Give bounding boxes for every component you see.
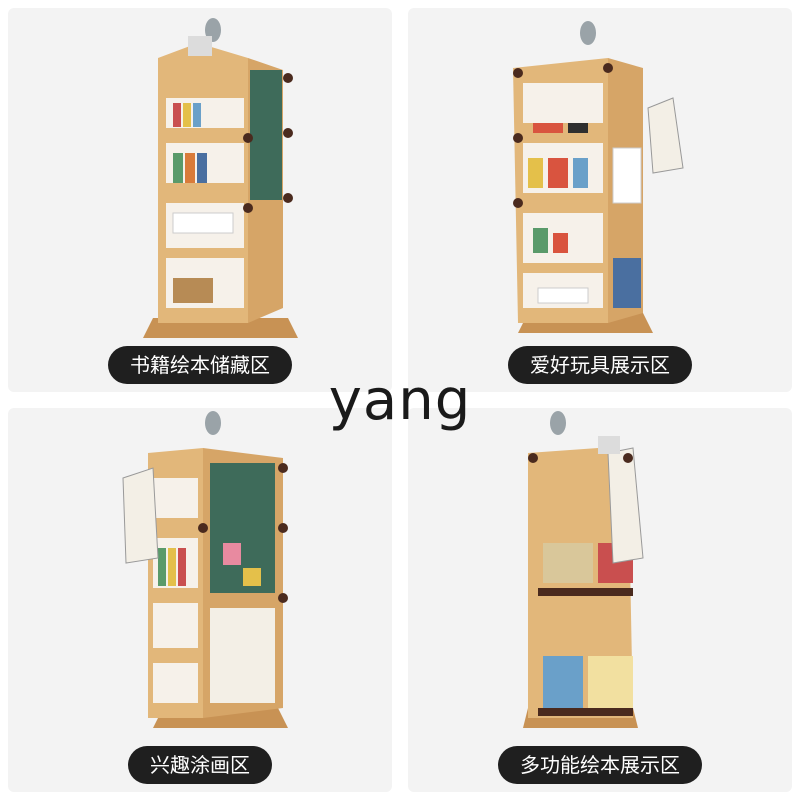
product-card-toy-display: 爱好玩具展示区	[408, 8, 792, 392]
product-card-book-storage: 书籍绘本储藏区	[8, 8, 392, 392]
product-card-drawing-area: 兴趣涂画区	[8, 408, 392, 792]
product-card-picture-book-display: 多功能绘本展示区	[408, 408, 792, 792]
bookshelf-side-image	[513, 21, 684, 333]
bookshelf-front-image	[143, 18, 298, 338]
zone-label: 书籍绘本储藏区	[108, 346, 292, 384]
zone-label: 兴趣涂画区	[128, 746, 272, 784]
watermark-text: yang	[328, 368, 472, 433]
picture-book-rack-image	[523, 411, 644, 728]
zone-label: 多功能绘本展示区	[498, 746, 702, 784]
zone-label: 爱好玩具展示区	[508, 346, 692, 384]
chalkboard-side-image	[122, 411, 288, 728]
